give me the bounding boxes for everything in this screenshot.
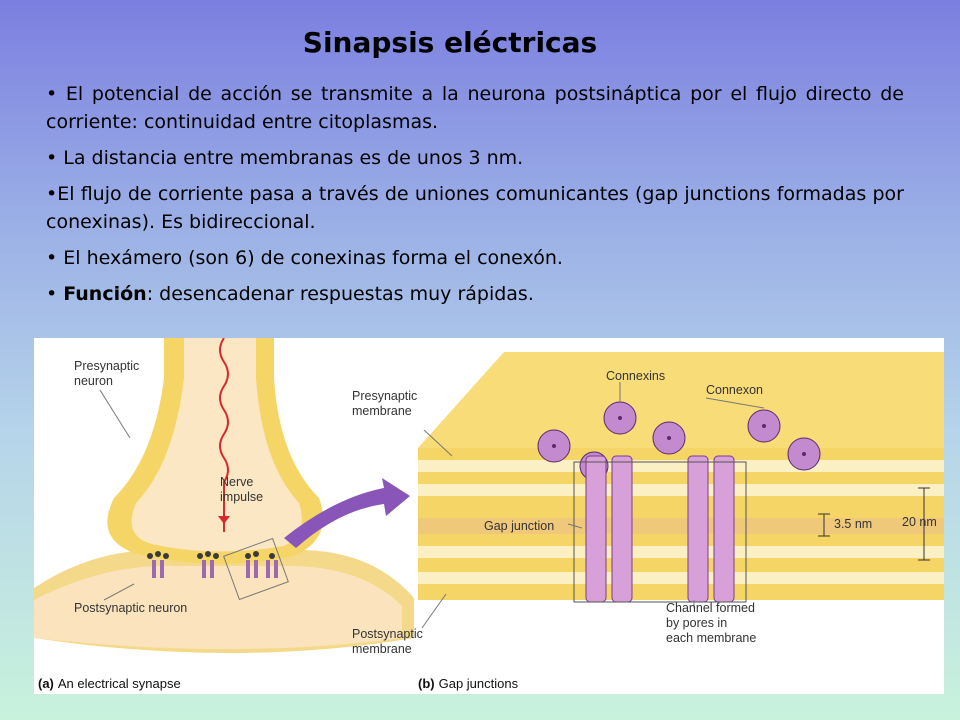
label-nerve-impulse-1: Nerve [220, 475, 253, 489]
label-connexins: Connexins [606, 369, 665, 383]
bullet-hexamer: • El hexámero (son 6) de conexinas forma… [46, 247, 563, 269]
label-channel-3: each membrane [666, 631, 756, 645]
label-postsynaptic-membrane-2: membrane [352, 642, 412, 656]
panel-a-electrical-synapse: Presynaptic neuron Nerve impulse Postsyn… [34, 338, 414, 691]
caption-b-text: Gap junctions [439, 676, 519, 691]
zoom-arrow [284, 478, 410, 548]
label-presynaptic-neuron-2: neuron [74, 374, 113, 388]
bullet-function-rest: : desencadenar respuestas muy rápidas. [146, 283, 534, 305]
presynaptic-neuron-cytoplasm [131, 338, 302, 552]
label-presynaptic-membrane-2: membrane [352, 404, 412, 418]
bullet-action-potential: • El potencial de acción se transmite a … [46, 83, 904, 133]
bullet-function-prefix: • [46, 283, 64, 305]
bullet-current-flow: •El flujo de corriente pasa a través de … [46, 183, 904, 233]
caption-a-text: An electrical synapse [58, 676, 181, 691]
leader-postsynaptic-neuron [103, 583, 135, 601]
bullet-function: • Función: desencadenar respuestas muy r… [46, 280, 904, 308]
label-channel-1: Channel formed [666, 601, 755, 615]
nerve-impulse-arrowhead [218, 516, 230, 524]
presynaptic-membrane-front [418, 448, 944, 518]
label-postsynaptic-neuron: Postsynaptic neuron [74, 601, 187, 615]
bullet-function-bold: Función [63, 283, 147, 305]
postsynaptic-membrane-stripe-2 [418, 572, 944, 584]
caption-b: (b) Gap junctions [418, 676, 519, 691]
caption-a-letter: (a) [38, 676, 54, 691]
label-20-nm: 20 nm [902, 515, 937, 529]
label-channel-2: by pores in [666, 616, 727, 630]
presynaptic-membrane-stripe-2 [418, 484, 944, 496]
caption-a: (a) An electrical synapse [38, 676, 181, 691]
postsynaptic-membrane-stripe [418, 546, 944, 558]
label-gap-junction: Gap junction [484, 519, 554, 533]
leader-presynaptic-neuron [99, 389, 131, 439]
label-nerve-impulse-2: impulse [220, 490, 263, 504]
label-connexon: Connexon [706, 383, 763, 397]
figure-illustration: Presynaptic neuron Nerve impulse Postsyn… [34, 338, 944, 691]
synaptic-cleft [418, 518, 944, 534]
postsynaptic-membrane-front [418, 534, 944, 600]
slide-title: Sinapsis eléctricas [302, 26, 598, 59]
panel-a-channels [152, 560, 278, 578]
bullet-list: • El potencial de acción se transmite a … [46, 80, 904, 316]
caption-b-letter: (b) [418, 676, 435, 691]
presynaptic-membrane-top [418, 352, 944, 448]
label-3-5-nm: 3.5 nm [834, 517, 872, 531]
bullet-distance: • La distancia entre membranas es de uno… [46, 147, 524, 169]
label-postsynaptic-membrane-1: Postsynaptic [352, 627, 423, 641]
gap-junction-channels [585, 455, 735, 603]
panel-a-connexons [147, 551, 275, 559]
zoom-box [223, 537, 289, 601]
dimension-markers [818, 487, 930, 561]
label-presynaptic-membrane-1: Presynaptic [352, 389, 417, 403]
panel-b-gap-junctions: Presynaptic membrane Connexins Connexon … [352, 352, 944, 691]
panel-b-leaders [421, 382, 765, 629]
gap-junction-box [573, 461, 747, 603]
postsynaptic-neuron-cytoplasm [34, 565, 402, 649]
nerve-impulse-line [219, 338, 229, 532]
gap-junction-figure: Presynaptic neuron Nerve impulse Postsyn… [34, 338, 944, 694]
label-presynaptic-neuron-1: Presynaptic [74, 359, 139, 373]
